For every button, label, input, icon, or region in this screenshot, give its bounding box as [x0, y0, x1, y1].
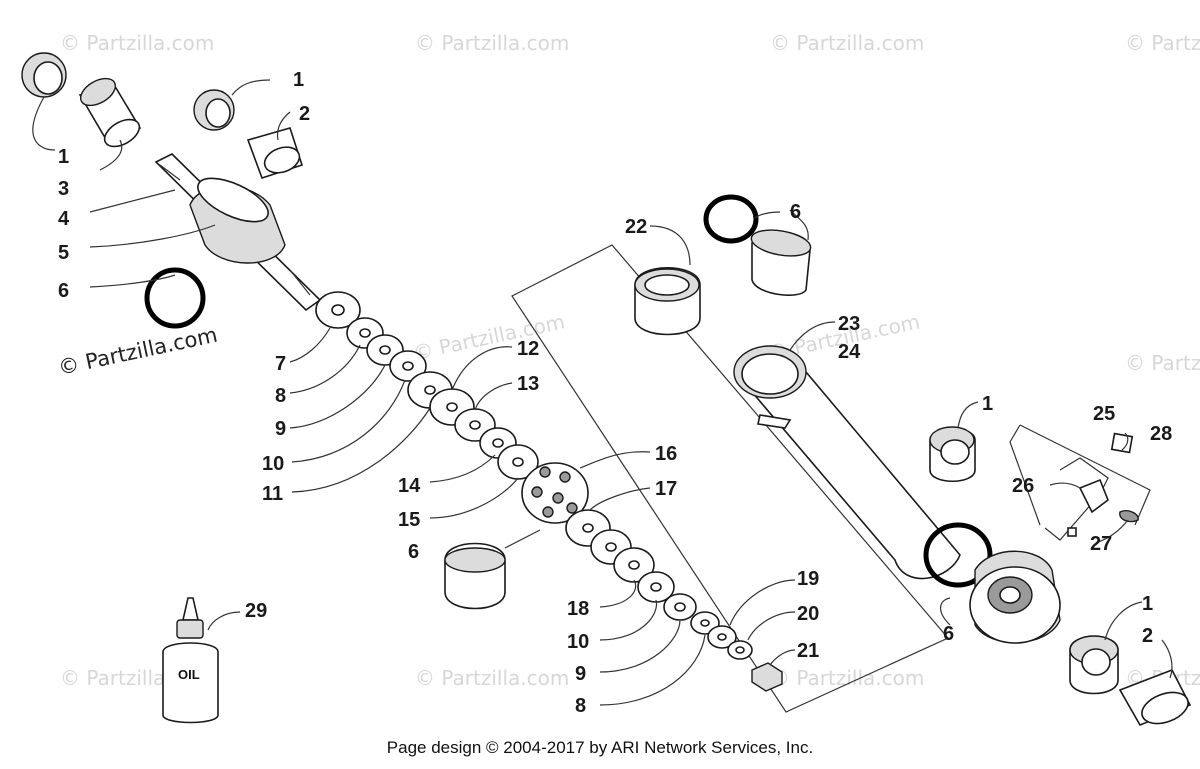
reservoir-assembly-outline [511, 244, 949, 713]
callout-1: 1 [982, 393, 993, 415]
callout-18: 18 [567, 598, 589, 620]
band-part-6 [750, 229, 812, 296]
callout-2: 2 [1142, 625, 1153, 647]
oil-bottle-part-29: OIL [162, 597, 219, 724]
watermark: © Partzilla.com [770, 666, 924, 690]
reservoir-tube-part-23 [733, 345, 961, 580]
o-ring-part-6-top [703, 194, 759, 244]
callout-26: 26 [1012, 475, 1034, 497]
callout-5: 5 [58, 242, 69, 264]
callout-22: 22 [625, 216, 647, 238]
o-ring-part-6-lower-right [923, 522, 993, 588]
callout-20: 20 [797, 603, 819, 625]
callout-12: 12 [517, 338, 539, 360]
callout-23: 23 [838, 313, 860, 335]
shim-stack-upper [315, 291, 539, 480]
watermark: © Partzilla.com [415, 666, 569, 690]
callout-28: 28 [1150, 423, 1172, 445]
watermark: © Partzilla.com [415, 31, 569, 55]
callout-10: 10 [567, 631, 589, 653]
bushing-part-1-lower [1069, 635, 1119, 695]
bushing-part-1 [21, 52, 67, 98]
callout-6: 6 [790, 201, 801, 223]
callout-27: 27 [1090, 533, 1112, 555]
callout-8: 8 [575, 695, 586, 717]
bushing-part-1-upper [193, 89, 235, 131]
callout-4: 4 [58, 208, 70, 230]
watermark: © Partzilla.com [60, 31, 214, 55]
callout-24: 24 [838, 341, 861, 363]
callout-9: 9 [275, 418, 286, 440]
lower-eye-housing [969, 550, 1061, 644]
callout-2: 2 [299, 103, 310, 125]
shim-stack-lower [565, 509, 753, 660]
callout-19: 19 [797, 568, 819, 590]
nut-part-21 [751, 662, 783, 692]
callout-15: 15 [398, 509, 420, 531]
callout-9: 9 [575, 663, 586, 685]
callout-6: 6 [408, 541, 419, 563]
callout-1: 1 [58, 146, 69, 168]
cap-part-22 [634, 267, 701, 336]
spacer-part-2-lower [1118, 668, 1192, 727]
callout-8: 8 [275, 385, 286, 407]
callout-7: 7 [275, 353, 286, 375]
callout-11: 11 [262, 483, 283, 505]
piston-ring-part-6 [444, 542, 506, 610]
callout-25: 25 [1093, 403, 1115, 425]
callout-1: 1 [293, 69, 304, 91]
callout-16: 16 [655, 443, 677, 465]
watermark-dark: © Partzilla.com [56, 323, 220, 380]
valve-assembly-bracket [1009, 424, 1151, 541]
callout-1: 1 [1142, 593, 1153, 615]
watermark: © Partzilla.com [1125, 31, 1200, 55]
callout-17: 17 [655, 478, 677, 500]
callout-21: 21 [797, 640, 819, 662]
callout-6: 6 [58, 280, 69, 302]
page-footer: Page design © 2004-2017 by ARI Network S… [386, 738, 814, 757]
body-part-5 [189, 177, 286, 264]
spacer-part-2-upper [246, 127, 304, 179]
callout-3: 3 [58, 178, 69, 200]
callout-29: 29 [245, 600, 267, 622]
callout-6: 6 [943, 623, 954, 645]
watermark: © Partzilla.com [770, 31, 924, 55]
oil-label: OIL [178, 667, 200, 682]
callout-10: 10 [262, 453, 284, 475]
bushing-part-1-right [929, 426, 976, 482]
sleeve-part-3 [78, 77, 142, 148]
watermark: © Partzilla.com [1125, 351, 1200, 375]
callout-14: 14 [398, 475, 421, 497]
piston-part-16 [521, 462, 589, 524]
o-ring-part-6 [144, 267, 206, 329]
watermark: © Partzilla.com [411, 309, 567, 365]
callouts: 1 2 1 3 4 5 6 7 8 9 10 11 12 13 14 15 16… [58, 69, 1172, 717]
callout-13: 13 [517, 373, 539, 395]
leader-lines [32, 79, 1173, 706]
